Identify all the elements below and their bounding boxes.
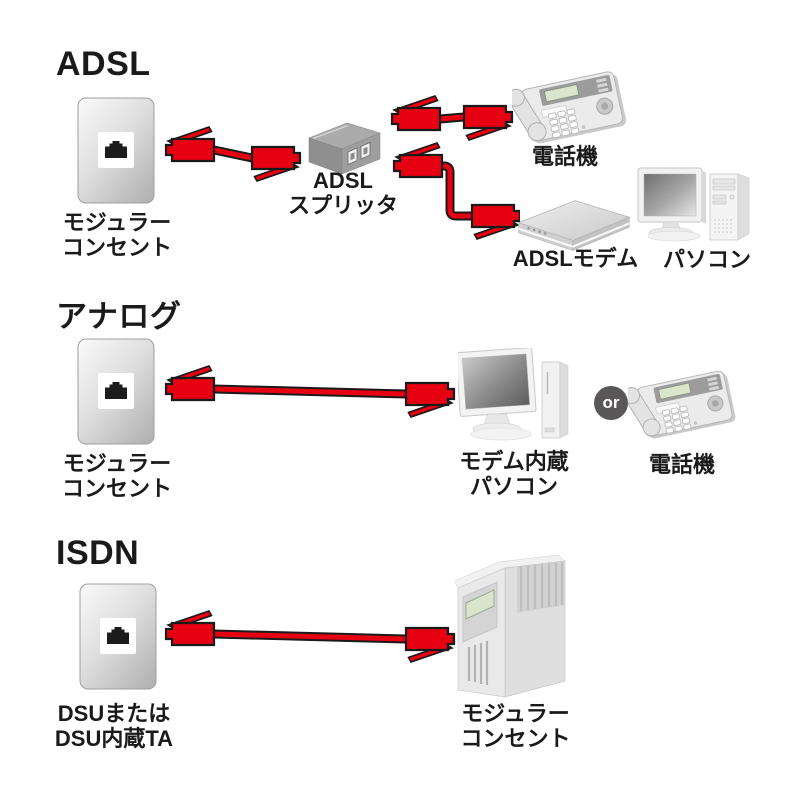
modem-pc-label: モデム内蔵 パソコン	[459, 449, 569, 499]
adsl-splitter-label: ADSL スプリッタ	[287, 168, 398, 218]
modular-cable-icon	[164, 125, 302, 183]
section-title-analog: アナログ	[56, 299, 182, 334]
adsl-modem-label: ADSLモデム	[512, 246, 639, 271]
wall-outlet-label: モジュラー コンセント	[61, 210, 172, 260]
wall-outlet-icon	[79, 583, 157, 690]
rj11-plug-icon	[404, 381, 456, 419]
telephone-icon	[628, 364, 737, 443]
rj11-plug-icon	[164, 125, 216, 163]
rj11-plug-icon	[390, 94, 442, 132]
or-badge: or	[594, 386, 628, 420]
rj11-plug-icon	[392, 141, 444, 179]
rj11-plug-icon	[404, 626, 456, 664]
modular-cable-icon	[390, 94, 514, 142]
isdn-terminal-icon	[455, 553, 567, 699]
telephone-label: 電話機	[648, 452, 715, 477]
pc-label: パソコン	[662, 247, 751, 272]
telephone-icon	[512, 64, 628, 148]
rj11-plug-icon	[164, 609, 216, 647]
isdn-device-label: モジュラー コンセント	[460, 701, 571, 751]
wall-outlet-icon	[77, 338, 155, 445]
modular-cable-icon	[164, 364, 456, 419]
telephone-label: 電話機	[531, 144, 598, 169]
rj11-plug-icon	[462, 104, 514, 142]
rj11-plug-icon	[470, 203, 520, 241]
modular-cable-icon	[392, 141, 520, 241]
rj11-plug-icon	[164, 364, 216, 402]
modular-cable-icon	[164, 609, 456, 664]
desktop-pc-icon	[637, 167, 750, 242]
wall-outlet-icon	[77, 97, 155, 204]
section-title-adsl: ADSL	[56, 45, 151, 83]
section-title-isdn: ISDN	[56, 534, 140, 572]
wall-outlet-label: モジュラー コンセント	[61, 451, 172, 501]
modem-pc-icon	[458, 348, 569, 441]
dsu-label: DSUまたは DSU内蔵TA	[54, 701, 174, 751]
